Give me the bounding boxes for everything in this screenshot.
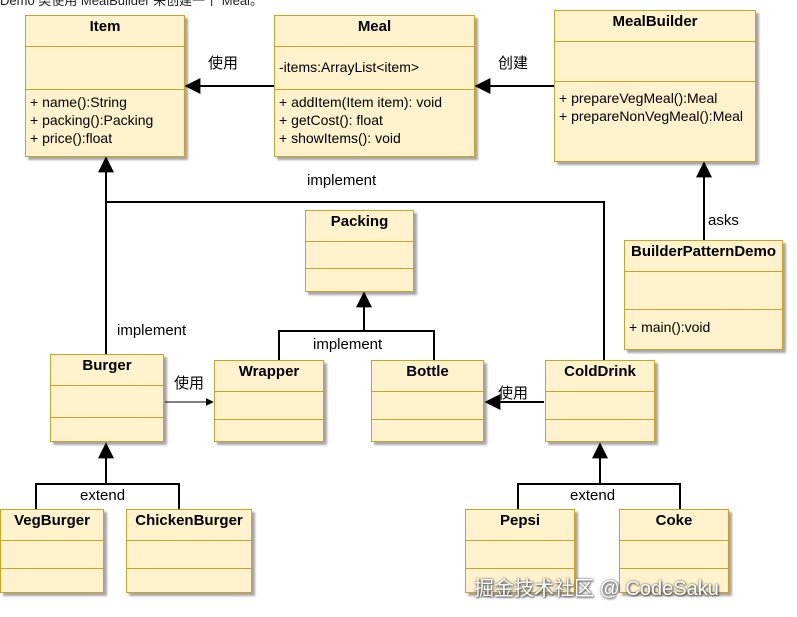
wrapper-sep-2 (215, 419, 323, 420)
vegburger-class: VegBurger (0, 509, 104, 593)
coke-class-name: Coke (655, 512, 693, 529)
bottle-sep-1 (372, 391, 483, 392)
colddrink-sep-1 (546, 391, 654, 392)
packing-class-name: Packing (330, 213, 389, 230)
uses-wrapper-label: 使用 (174, 375, 205, 392)
top-caption: Demo 类使用 MealBuilder 来创建一个 Meal。 (0, 0, 263, 8)
extend-right-label: extend (570, 487, 616, 504)
coke-class: Coke (619, 509, 729, 593)
vegburger-class-name: VegBurger (14, 512, 90, 529)
colddrink-sep-2 (546, 419, 654, 420)
pepsi-class-name: Pepsi (499, 512, 541, 529)
chickenburger-sep-1 (127, 540, 251, 541)
meal-op: + getCost(): float (279, 112, 383, 128)
burger-sep-2 (51, 417, 163, 418)
vegburger-sep-2 (1, 568, 103, 569)
colddrink-class: ColdDrink (545, 360, 655, 442)
pepsi-sep-2 (466, 568, 574, 569)
asks-label: asks (708, 212, 739, 229)
colddrink-class-name: ColdDrink (564, 363, 636, 380)
pepsi-sep-1 (466, 540, 574, 541)
demo-class: BuilderPatternDemo + main():void (624, 240, 783, 350)
item-class: Item + name():String + packing():Packing… (25, 15, 185, 157)
wrapper-sep-1 (215, 391, 323, 392)
wrapper-class: Wrapper (214, 360, 324, 442)
chickenburger-class: ChickenBurger (126, 509, 252, 593)
uses-bottle-label: 使用 (498, 385, 529, 402)
watermark-text: 掘金技术社区 @ CodeSaku (474, 578, 719, 600)
mealbuilder-sep-2 (555, 81, 755, 82)
extend-left-label: extend (80, 487, 126, 504)
bottle-class-name: Bottle (406, 363, 449, 380)
item-op: + name():String (30, 94, 127, 110)
meal-attr: -items:ArrayList<item> (279, 59, 420, 75)
mealbuilder-op: + prepareVegMeal():Meal (559, 90, 718, 106)
mealbuilder-class: MealBuilder + prepareVegMeal():Meal + pr… (554, 10, 756, 162)
wrapper-implements-packing-line (278, 330, 435, 360)
meal-sep-1 (275, 46, 474, 47)
meal-class: Meal -items:ArrayList<item> + addItem(It… (274, 15, 475, 157)
burger-class-name: Burger (82, 357, 132, 374)
demo-class-name: BuilderPatternDemo (630, 243, 777, 260)
bottle-class: Bottle (371, 360, 484, 442)
coke-sep-1 (620, 540, 728, 541)
implement-packing-label: implement (313, 336, 383, 353)
burger-sep-1 (51, 385, 163, 386)
meal-op: + showItems(): void (279, 130, 401, 146)
implement-top-label: implement (307, 172, 377, 189)
coke-sep-2 (620, 568, 728, 569)
chickenburger-class-name: ChickenBurger (135, 512, 243, 529)
item-op: + price():float (30, 130, 113, 146)
packing-sep-2 (306, 268, 413, 269)
item-sep-1 (26, 46, 184, 47)
wrapper-class-name: Wrapper (238, 363, 300, 380)
demo-op: + main():void (629, 319, 711, 335)
item-op: + packing():Packing (30, 112, 154, 128)
mealbuilder-op: + prepareNonVegMeal():Meal (559, 108, 744, 124)
burger-class: Burger (50, 354, 164, 442)
chickenburger-sep-2 (127, 568, 251, 569)
demo-sep-1 (625, 271, 782, 272)
pepsi-class: Pepsi (465, 509, 575, 593)
packing-sep-1 (306, 241, 413, 242)
vegburger-sep-1 (1, 540, 103, 541)
item-class-name: Item (89, 18, 121, 35)
colddrink-implements-item-line (106, 201, 605, 362)
burgers-extend-line (35, 483, 180, 509)
item-sep-2 (26, 89, 184, 90)
mealbuilder-class-name: MealBuilder (612, 13, 698, 30)
mealbuilder-sep-1 (555, 41, 755, 42)
demo-sep-2 (625, 309, 782, 310)
uses-item-label: 使用 (208, 55, 239, 72)
packing-class: Packing (305, 210, 414, 292)
implement-burger-label: implement (117, 322, 187, 339)
creates-label: 创建 (498, 55, 529, 72)
meal-sep-2 (275, 89, 474, 90)
meal-class-name: Meal (357, 18, 392, 35)
meal-op: + addItem(Item item): void (279, 94, 443, 110)
bottle-sep-2 (372, 419, 483, 420)
